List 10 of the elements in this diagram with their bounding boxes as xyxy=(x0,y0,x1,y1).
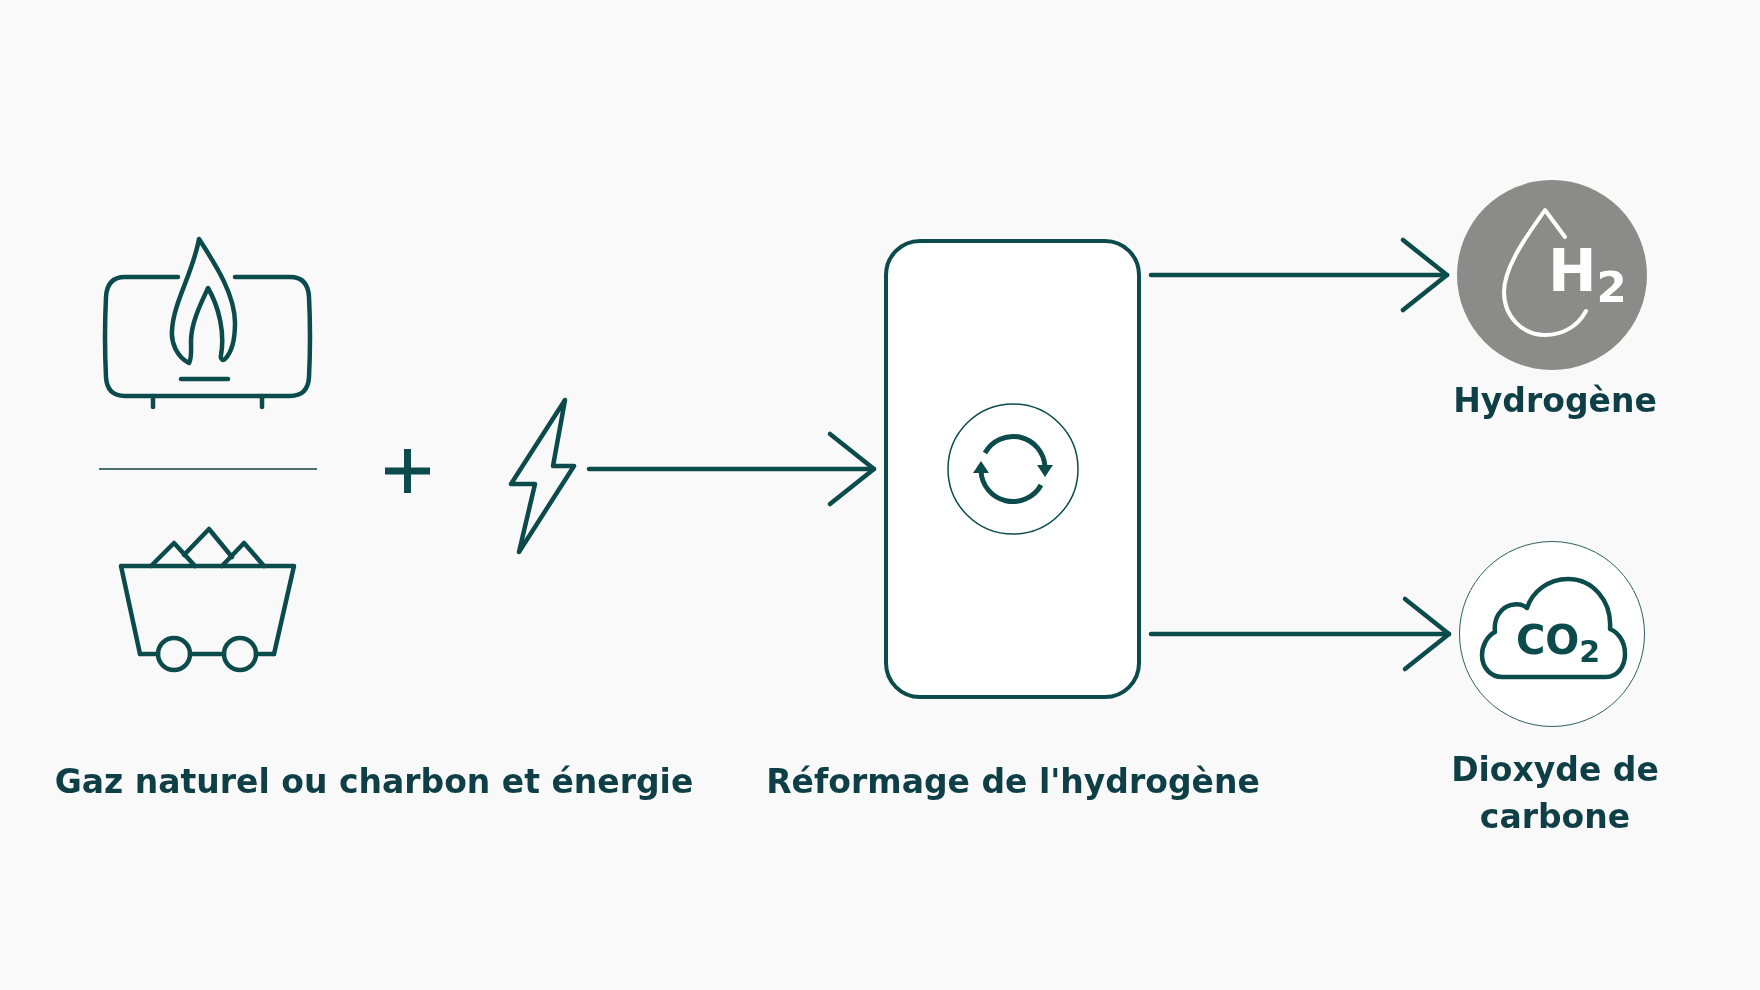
formula-text: CO$_{2}$ xyxy=(1514,620,1602,660)
node-label: Gaz naturel ou charbon et énergie xyxy=(53,763,695,801)
arrow xyxy=(1148,237,1450,313)
arrow xyxy=(1148,596,1452,672)
process-box xyxy=(884,239,1141,699)
node-label: Hydrogène xyxy=(1452,382,1658,420)
formula-text: H$_{2}$ xyxy=(1548,242,1627,300)
arrow xyxy=(586,431,877,507)
node-label: Réformage de l'hydrogène xyxy=(765,763,1261,801)
node-label: Dioxyde de carbone xyxy=(1450,749,1660,838)
